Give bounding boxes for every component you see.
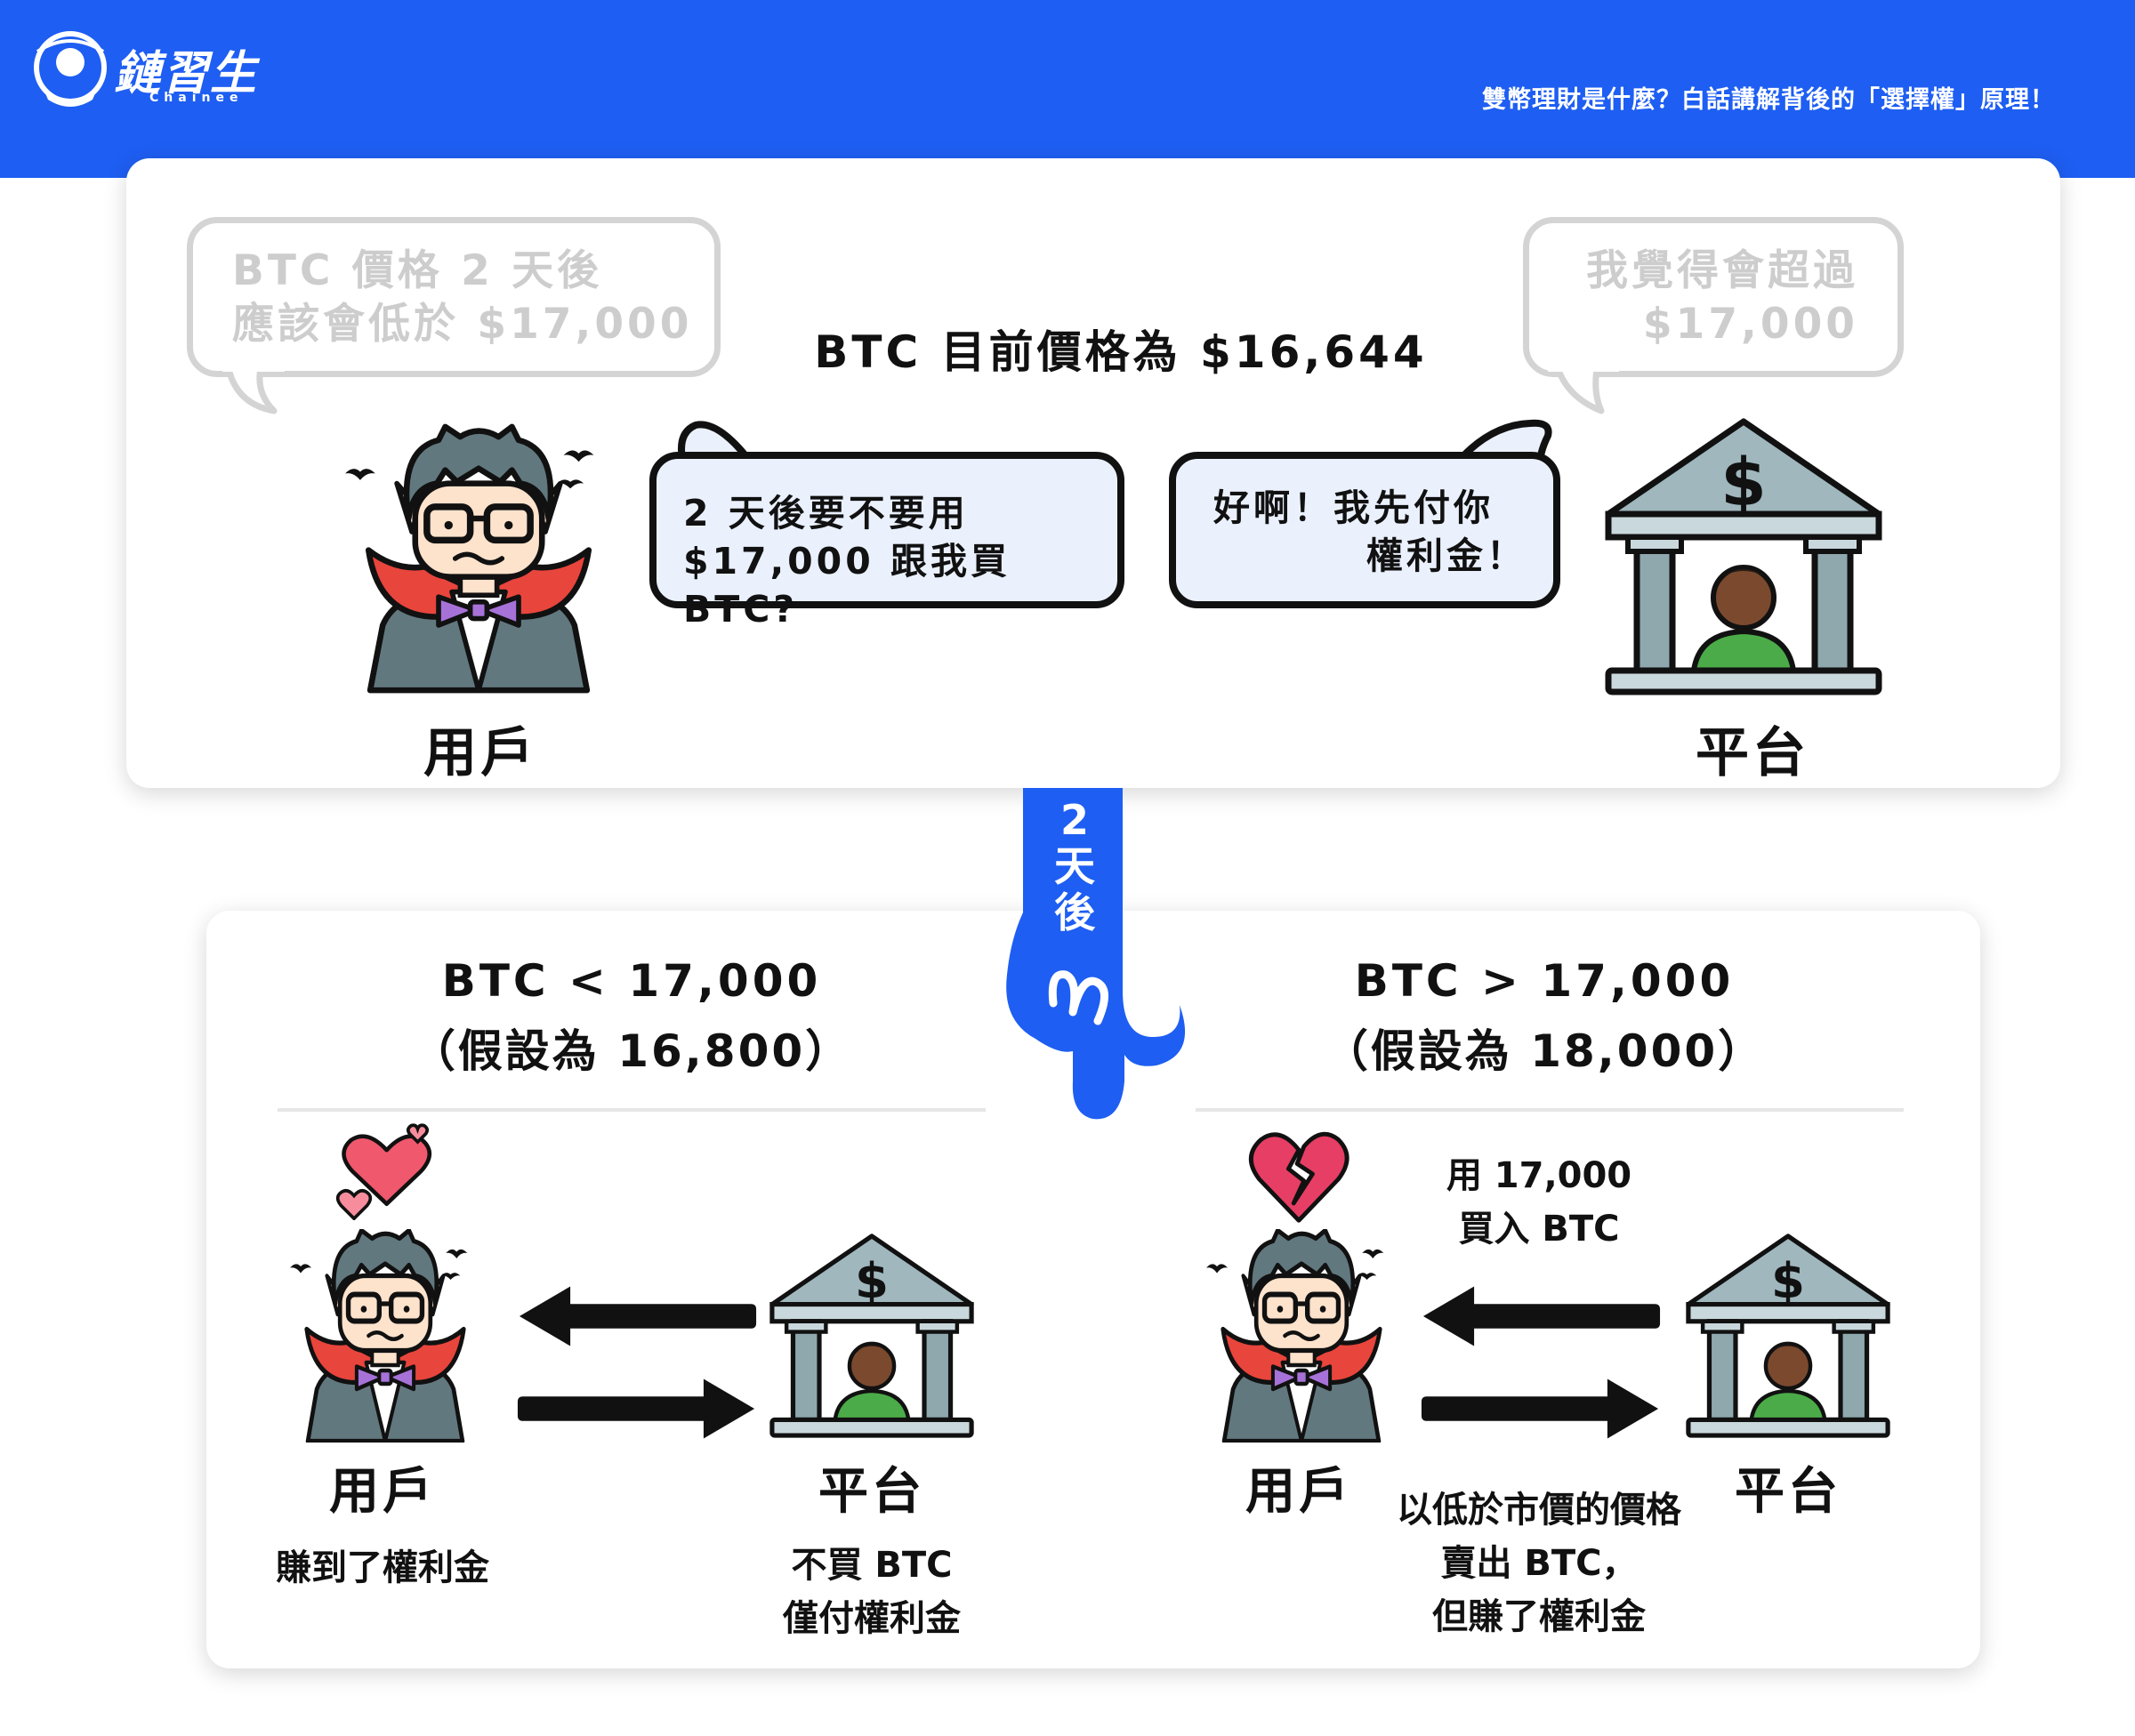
right-user-result: 以低於市價的價格 賣出 BTC， 但賺了權利金 [1361, 1483, 1717, 1644]
right-assumption: （假設為 18,000） [1323, 1025, 1766, 1077]
right-platform-bank-icon [1683, 1231, 1893, 1441]
right-arrow-to-user-icon [1418, 1281, 1664, 1352]
left-platform-result-line-1: 不買 BTC [791, 1545, 953, 1586]
left-arrow-to-user-icon [514, 1281, 760, 1352]
right-arrow-note-line-1: 用 17,000 [1446, 1155, 1632, 1196]
user-thought-tail [222, 365, 285, 414]
left-divider [278, 1108, 986, 1112]
left-arrow-to-platform-icon [514, 1373, 760, 1444]
header-bar: 鏈習生 Chainee 雙幣理財是什麼？白話講解背後的「選擇權」原理！ [0, 0, 2135, 178]
right-user-result-line-1: 以低於市價的價格 [1397, 1490, 1681, 1531]
platform-thought-line-2: $17,000 [1642, 300, 1858, 349]
article-title: 雙幣理財是什麼？白話講解背後的「選擇權」原理！ [1482, 86, 2055, 114]
right-arrow-note: 用 17,000 買入 BTC [1406, 1149, 1672, 1256]
right-user-vampire-icon [1206, 1229, 1397, 1443]
connector-label: 2 天 後 [1046, 797, 1103, 936]
left-platform-bank-icon [767, 1231, 977, 1441]
right-user-label: 用戶 [1245, 1463, 1352, 1521]
right-divider [1196, 1108, 1904, 1112]
broken-heart-icon [1247, 1124, 1350, 1227]
left-assumption: （假設為 16,800） [410, 1025, 853, 1077]
user-speech-line-2: $17,000 跟我買 BTC? [683, 540, 1011, 631]
user-thought-line-1: BTC 價格 2 天後 [232, 246, 603, 295]
left-condition: BTC < 17,000 [441, 955, 822, 1007]
two-days-later-connector [1006, 788, 1186, 1120]
connector-label-day: 天 [1054, 842, 1095, 890]
user-speech-bubble: 2 天後要不要用 $17,000 跟我買 BTC? [649, 452, 1124, 631]
platform-label: 平台 [1696, 722, 1809, 784]
user-vampire-icon [345, 416, 612, 701]
hearts-icon [334, 1122, 432, 1220]
platform-speech-line-1: 好啊！我先付你 [1213, 486, 1494, 529]
left-user-result: 賺到了權利金 [276, 1547, 489, 1588]
left-platform-result-line-2: 僅付權利金 [783, 1598, 961, 1639]
left-user-label: 用戶 [329, 1463, 436, 1521]
logo-icon [34, 31, 107, 107]
platform-speech-bubble: 好啊！我先付你 權利金！ [1169, 452, 1560, 608]
left-user-vampire-icon [290, 1229, 480, 1443]
platform-thought-tail [1548, 365, 1619, 414]
right-arrow-note-line-2: 買入 BTC [1458, 1209, 1620, 1250]
platform-speech-line-2: 權利金！ [1366, 534, 1527, 577]
left-platform-result: 不買 BTC 僅付權利金 [738, 1539, 1005, 1645]
user-speech-line-1: 2 天後要不要用 [683, 492, 969, 534]
platform-bank-icon [1601, 414, 1886, 699]
connector-label-number: 2 [1059, 796, 1089, 844]
platform-thought-line-1: 我覺得會超過 [1586, 246, 1858, 295]
right-user-result-line-2: 賣出 BTC， [1440, 1543, 1638, 1584]
platform-thought-bubble: 我覺得會超過 $17,000 [1523, 217, 1904, 377]
left-platform-label: 平台 [818, 1463, 925, 1521]
connector-label-later: 後 [1054, 888, 1095, 936]
current-price-title: BTC 目前價格為 $16,644 [814, 326, 1428, 378]
right-condition: BTC > 17,000 [1354, 955, 1735, 1007]
right-user-result-line-3: 但賺了權利金 [1432, 1596, 1646, 1637]
user-label: 用戶 [423, 722, 537, 784]
brand-subtitle: Chainee [149, 91, 244, 105]
user-thought-bubble: BTC 價格 2 天後 應該會低於 $17,000 [187, 217, 721, 377]
user-thought-line-2: 應該會低於 $17,000 [232, 300, 693, 349]
brand-name: 鏈習生 [114, 47, 259, 100]
right-arrow-to-platform-icon [1418, 1373, 1664, 1444]
right-platform-label: 平台 [1735, 1463, 1841, 1521]
